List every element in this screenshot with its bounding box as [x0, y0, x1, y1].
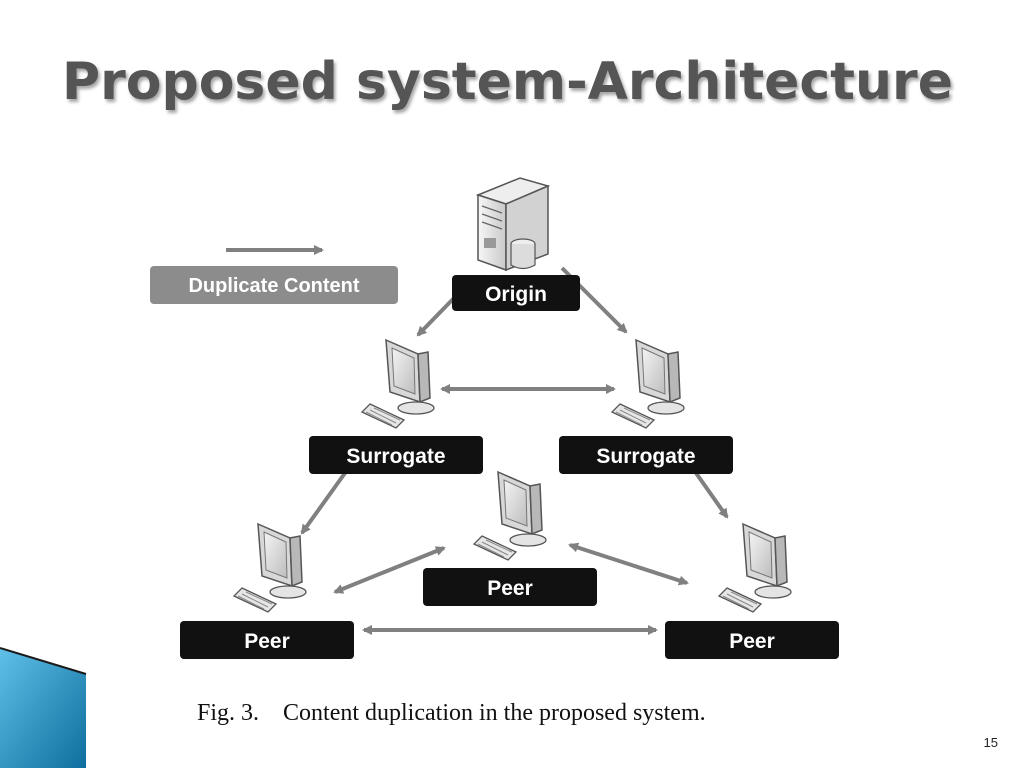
- corner-accent-shape: [0, 647, 87, 768]
- arrow-surrogate-right-to-peer-right: [694, 471, 729, 519]
- node-origin-label: Origin: [485, 283, 547, 306]
- figure-caption-text: Content duplication in the proposed syst…: [283, 700, 706, 726]
- node-surrogate-left: Surrogate: [309, 436, 483, 474]
- node-peer-right: Peer: [665, 621, 839, 659]
- node-peer-center-label: Peer: [487, 577, 533, 600]
- surrogate-left-computer-icon: [361, 339, 435, 429]
- legend-label: Duplicate Content: [188, 275, 359, 297]
- server-icon: [475, 177, 551, 272]
- figure-caption: Fig. 3. Content duplication in the propo…: [197, 700, 706, 727]
- connection-arrows: [300, 266, 729, 635]
- node-peer-left: Peer: [180, 621, 354, 659]
- peer-center-computer-icon: [473, 471, 547, 561]
- page-number: 15: [983, 735, 998, 750]
- node-surrogate-right-label: Surrogate: [596, 445, 695, 468]
- surrogate-right-computer-icon: [611, 339, 685, 429]
- slide-title: Proposed system-Architecture: [62, 52, 953, 112]
- peer-right-computer-icon: [718, 523, 792, 613]
- legend: Duplicate Content: [150, 245, 398, 304]
- legend-box: [150, 266, 398, 304]
- node-peer-center: Peer: [423, 568, 597, 606]
- node-origin: Origin: [452, 275, 580, 311]
- arrow-origin-to-surrogate-left: [416, 295, 457, 337]
- node-surrogate-left-label: Surrogate: [346, 445, 445, 468]
- node-peer-left-label: Peer: [244, 630, 290, 653]
- arrow-peer-center-to-peer-right: [568, 542, 689, 586]
- arrow-peer-center-to-peer-left: [333, 546, 446, 594]
- figure-label: Fig. 3.: [197, 700, 260, 726]
- node-surrogate-right: Surrogate: [559, 436, 733, 474]
- peer-left-computer-icon: [233, 523, 307, 613]
- node-peer-right-label: Peer: [729, 630, 775, 653]
- arrow-surrogate-left-to-peer-left: [300, 471, 347, 535]
